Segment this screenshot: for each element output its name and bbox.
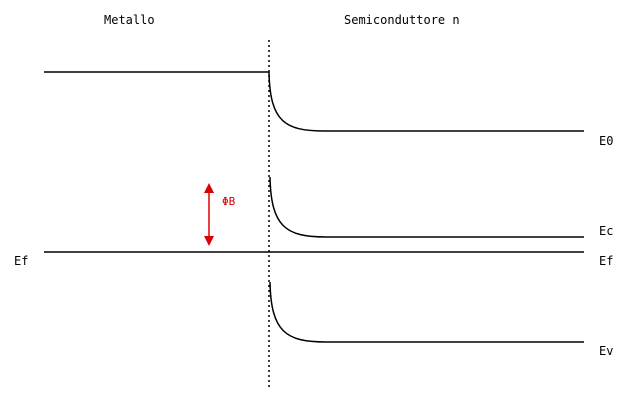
conduction-band-label: Ec (599, 224, 613, 238)
conduction-band-edge (269, 176, 584, 238)
valence-band-edge (269, 281, 584, 343)
barrier-height-label: ΦB (222, 195, 236, 208)
metal-region-label: Metallo (104, 13, 155, 27)
vacuum-level-bend (268, 71, 584, 132)
fermi-level-label-right: Ef (599, 254, 613, 268)
vacuum-level-label: E0 (599, 134, 613, 148)
valence-band-label: Ev (599, 344, 613, 358)
fermi-level-label-left: Ef (14, 254, 28, 268)
semiconductor-region-label: Semiconduttore n (344, 13, 460, 27)
